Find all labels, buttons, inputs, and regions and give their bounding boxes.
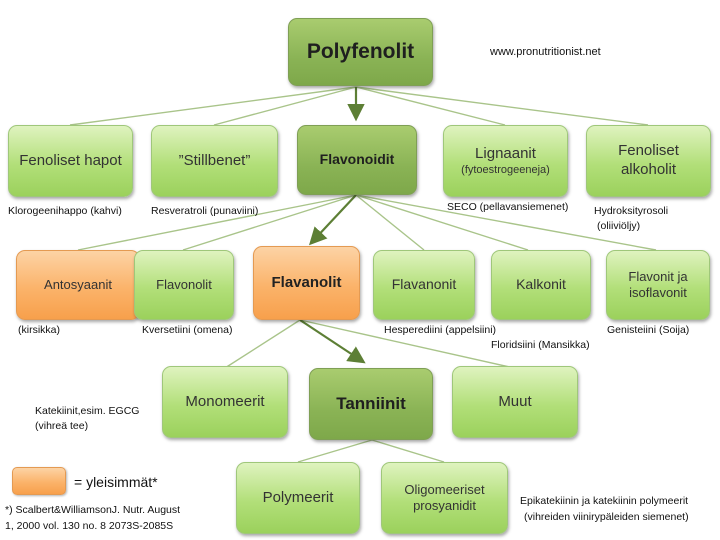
website-url: www.pronutritionist.net [490, 46, 601, 58]
note-kirsikka: (kirsikka) [18, 324, 60, 336]
node-lignaanit-sublabel: (fytoestrogeeneja) [461, 163, 550, 176]
node-polymeerit: Polymeerit [236, 462, 360, 534]
node-polyfenolit: Polyfenolit [288, 18, 433, 86]
note-hydroksityrosoli-1: Hydroksityrosoli [594, 205, 669, 217]
note-epikatekiini-1: Epikatekiinin ja katekiinin polymeerit [520, 495, 689, 507]
link-root-lignaanit [355, 86, 506, 126]
link-flavonoidit-flavonolit [182, 194, 357, 251]
footnote-line-2: 1, 2000 vol. 130 no. 8 2073S-2085S [5, 520, 174, 532]
link-flavanolit-muut [299, 319, 515, 369]
link-flavonoidit-kalkonit [355, 194, 529, 251]
node-stillbenet: ”Stillbenet” [151, 125, 278, 197]
node-flavanonit: Flavanonit [373, 250, 475, 320]
link-flavonoidit-antosyaanit [77, 194, 357, 251]
link-root-fenoliset-hapot [69, 86, 357, 126]
legend-label: = yleisimmät* [74, 474, 158, 490]
note-floridsiini: Floridsiini (Mansikka) [491, 339, 590, 351]
note-seco: SECO (pellavansiemenet) [447, 201, 569, 213]
node-oligomeeriset-prosyanidit: Oligomeeriset prosyanidit [381, 462, 508, 534]
legend-swatch [12, 467, 66, 495]
note-katekiinit-2: (vihreä tee) [35, 420, 89, 432]
link-flavanolit-monomeerit [224, 319, 301, 369]
note-kversetiini: Kversetiini (omena) [142, 324, 233, 336]
link-flavonoidit-flavanonit [355, 194, 425, 251]
node-kalkonit: Kalkonit [491, 250, 591, 320]
note-katekiinit-1: Katekiinit,esim. EGCG [35, 405, 140, 417]
node-flavonoidit: Flavonoidit [297, 125, 417, 195]
node-fenoliset-alkoholit: Fenoliset alkoholit [586, 125, 711, 197]
note-resveratroli: Resveratroli (punaviini) [151, 205, 259, 217]
link-flavonoidit-flavonit [355, 194, 657, 251]
node-lignaanit: Lignaanit (fytoestrogeeneja) [443, 125, 568, 197]
link-root-stillbenet [213, 86, 357, 126]
note-klorogeenihappo: Klorogeenihappo (kahvi) [8, 205, 122, 217]
arrow-flavonoidit-flavanolit [308, 194, 357, 246]
node-fenoliset-hapot: Fenoliset hapot [8, 125, 133, 197]
node-flavonit-isoflavonit: Flavonit ja isoflavonit [606, 250, 710, 320]
node-antosyaanit: Antosyaanit [16, 250, 140, 320]
link-root-fenoliset-alkoholit [355, 86, 649, 126]
link-tanniinit-oligomeeriset [371, 439, 445, 463]
node-flavonolit: Flavonolit [134, 250, 234, 320]
node-tanniinit: Tanniinit [309, 368, 433, 440]
note-hydroksityrosoli-2: (oliiviöljy) [597, 220, 641, 232]
note-epikatekiini-2: (vihreiden viinirypäleiden siemenet) [524, 511, 689, 523]
note-hesperediini: Hesperediini (appelsiini) [384, 324, 497, 336]
node-flavanolit: Flavanolit [253, 246, 360, 320]
link-tanniinit-polymeerit [297, 439, 373, 463]
footnote-line-1: *) Scalbert&WilliamsonJ. Nutr. August [5, 504, 181, 516]
node-lignaanit-label: Lignaanit [475, 144, 536, 162]
note-genisteiini: Genisteiini (Soija) [607, 324, 690, 336]
arrow-flavanolit-tanniinit [299, 319, 366, 364]
node-monomeerit: Monomeerit [162, 366, 288, 438]
node-muut: Muut [452, 366, 578, 438]
